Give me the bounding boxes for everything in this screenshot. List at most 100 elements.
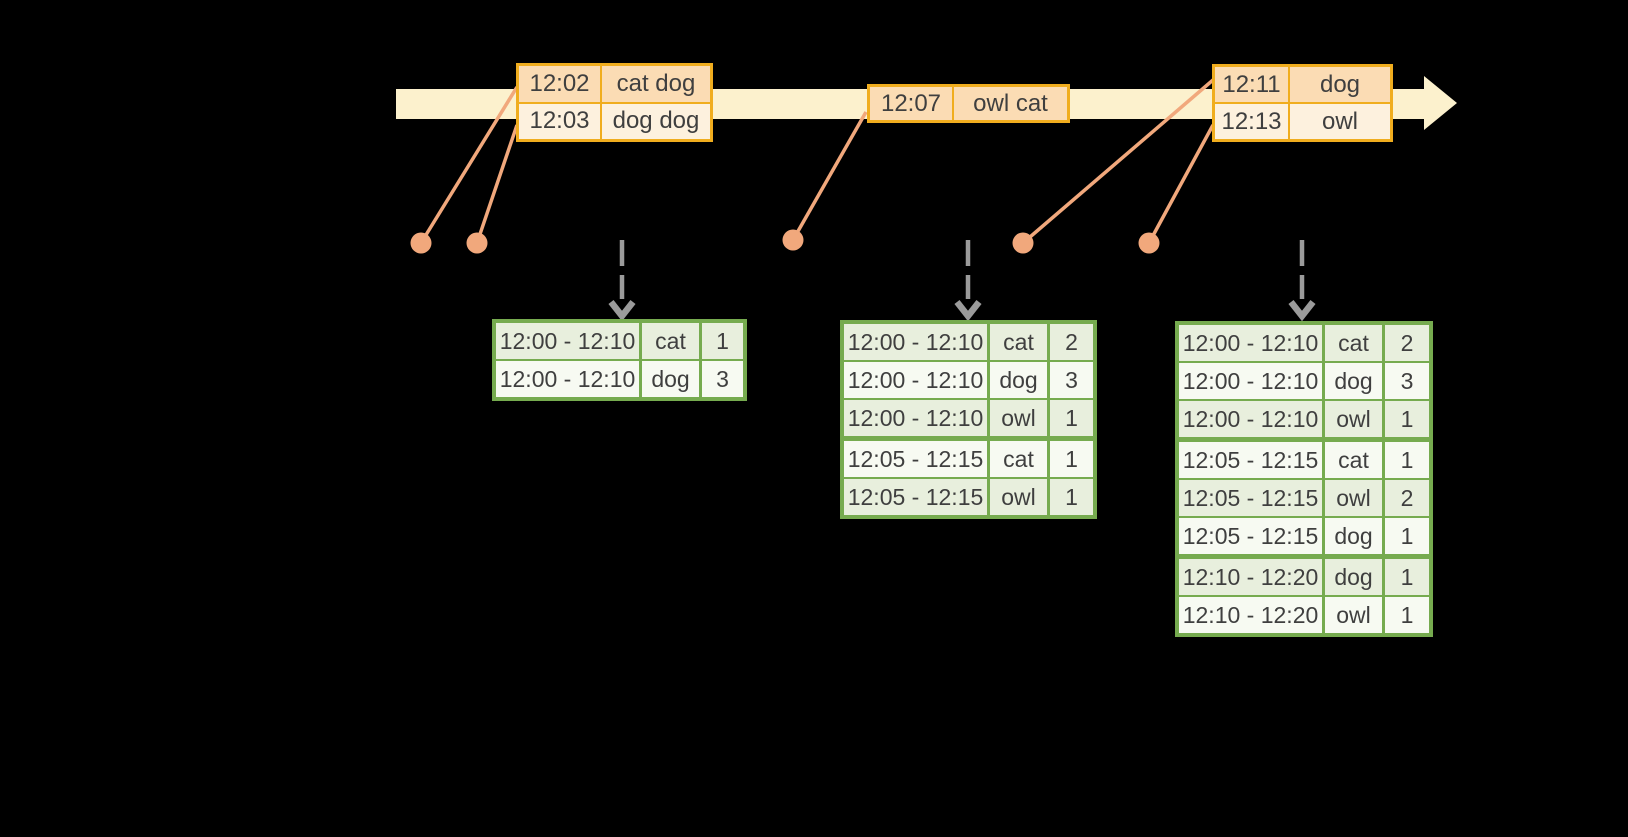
word-cell: dog: [1325, 363, 1382, 399]
word-cell: cat: [990, 441, 1047, 477]
count-cell: 1: [1385, 597, 1429, 633]
word-cell: owl: [990, 479, 1047, 515]
window-cell: 12:05 - 12:15: [1179, 442, 1322, 478]
window-cell: 12:10 - 12:20: [1179, 597, 1322, 633]
event-dot: [782, 229, 804, 251]
count-cell: 1: [1050, 441, 1093, 477]
word-cell: dog: [1325, 518, 1382, 554]
count-cell: 3: [1385, 363, 1429, 399]
word-cell: dog: [1325, 559, 1382, 595]
word-cell: cat: [990, 324, 1047, 360]
event-words-cell: owl: [1290, 104, 1390, 139]
event-words-cell: cat dog: [602, 66, 710, 102]
count-cell: 2: [1050, 324, 1093, 360]
event-words-cell: dog: [1290, 67, 1390, 102]
count-cell: 1: [1385, 401, 1429, 437]
word-cell: owl: [1325, 401, 1382, 437]
window-cell: 12:00 - 12:10: [1179, 401, 1322, 437]
connector-line: [1147, 124, 1215, 244]
count-cell: 1: [1385, 518, 1429, 554]
event-dot: [466, 232, 488, 254]
connector-line: [791, 111, 868, 241]
count-cell: 3: [1050, 362, 1093, 398]
event-dot: [410, 232, 432, 254]
word-cell: cat: [1325, 325, 1382, 361]
count-cell: 2: [1385, 325, 1429, 361]
event-words-cell: dog dog: [602, 103, 710, 139]
word-cell: owl: [1325, 480, 1382, 516]
count-cell: 1: [1385, 442, 1429, 478]
trigger-arrowhead-icon: [954, 299, 982, 322]
event-time-cell: 12:11: [1215, 67, 1288, 102]
event-time-cell: 12:07: [870, 87, 952, 120]
count-cell: 1: [702, 323, 743, 359]
word-cell: cat: [1325, 442, 1382, 478]
event-words-cell: owl cat: [954, 87, 1067, 120]
connector-line: [419, 86, 519, 244]
window-cell: 12:10 - 12:20: [1179, 559, 1322, 595]
window-cell: 12:05 - 12:15: [1179, 518, 1322, 554]
window-cell: 12:05 - 12:15: [844, 441, 987, 477]
timeline-arrowhead-icon: [1424, 76, 1457, 130]
window-cell: 12:00 - 12:10: [844, 400, 987, 436]
count-cell: 1: [1050, 400, 1093, 436]
word-cell: owl: [990, 400, 1047, 436]
window-cell: 12:00 - 12:10: [496, 361, 639, 397]
window-cell: 12:00 - 12:10: [844, 362, 987, 398]
count-cell: 3: [702, 361, 743, 397]
event-dot: [1138, 232, 1160, 254]
window-cell: 12:00 - 12:10: [496, 323, 639, 359]
window-cell: 12:05 - 12:15: [1179, 480, 1322, 516]
word-cell: cat: [642, 323, 699, 359]
trigger-arrowhead-icon: [1288, 299, 1316, 322]
event-time-cell: 12:02: [519, 66, 600, 102]
window-cell: 12:05 - 12:15: [844, 479, 987, 515]
count-cell: 1: [1385, 559, 1429, 595]
event-time-cell: 12:03: [519, 103, 600, 139]
event-dot: [1012, 232, 1034, 254]
count-cell: 1: [1050, 479, 1093, 515]
event-time-cell: 12:13: [1215, 104, 1288, 139]
word-cell: owl: [1325, 597, 1382, 633]
window-cell: 12:00 - 12:10: [844, 324, 987, 360]
word-cell: dog: [990, 362, 1047, 398]
word-cell: dog: [642, 361, 699, 397]
window-cell: 12:00 - 12:10: [1179, 325, 1322, 361]
connector-line: [475, 124, 519, 244]
count-cell: 2: [1385, 480, 1429, 516]
window-cell: 12:00 - 12:10: [1179, 363, 1322, 399]
trigger-arrowhead-icon: [608, 299, 636, 322]
